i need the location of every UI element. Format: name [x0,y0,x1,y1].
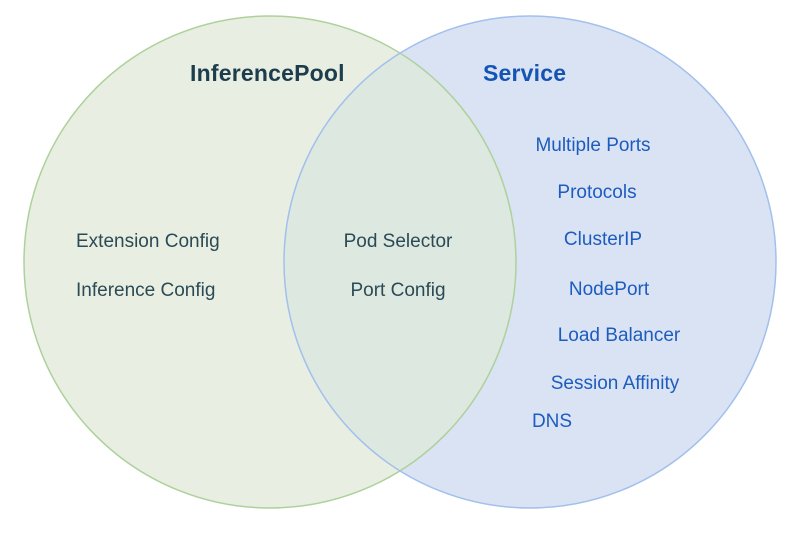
list-item-session-affinity: Session Affinity [550,373,680,394]
inferencepool-title: InferencePool [190,60,345,86]
list-item-nodeport: NodePort [568,279,650,300]
list-item-port-config: Port Config [350,280,446,301]
list-item-dns: DNS [531,411,573,432]
list-item-protocols: Protocols [557,182,637,203]
list-item-multiple-ports: Multiple Ports [535,135,651,156]
service-circle-border [283,15,777,509]
inferencepool-circle-border [23,15,517,509]
list-item-extension-config: Extension Config [76,231,220,252]
list-item-load-balancer: Load Balancer [557,325,681,346]
overlap-item-list: Pod Selector Port Config [344,229,453,303]
list-item-inference-config: Inference Config [76,280,216,301]
service-title: Service [483,60,567,86]
inferencepool-item-list: Extension Config Inference Config [76,229,220,303]
list-item-pod-selector: Pod Selector [343,231,453,252]
list-item-clusterip: ClusterIP [563,229,643,250]
overlap-region [284,53,516,471]
